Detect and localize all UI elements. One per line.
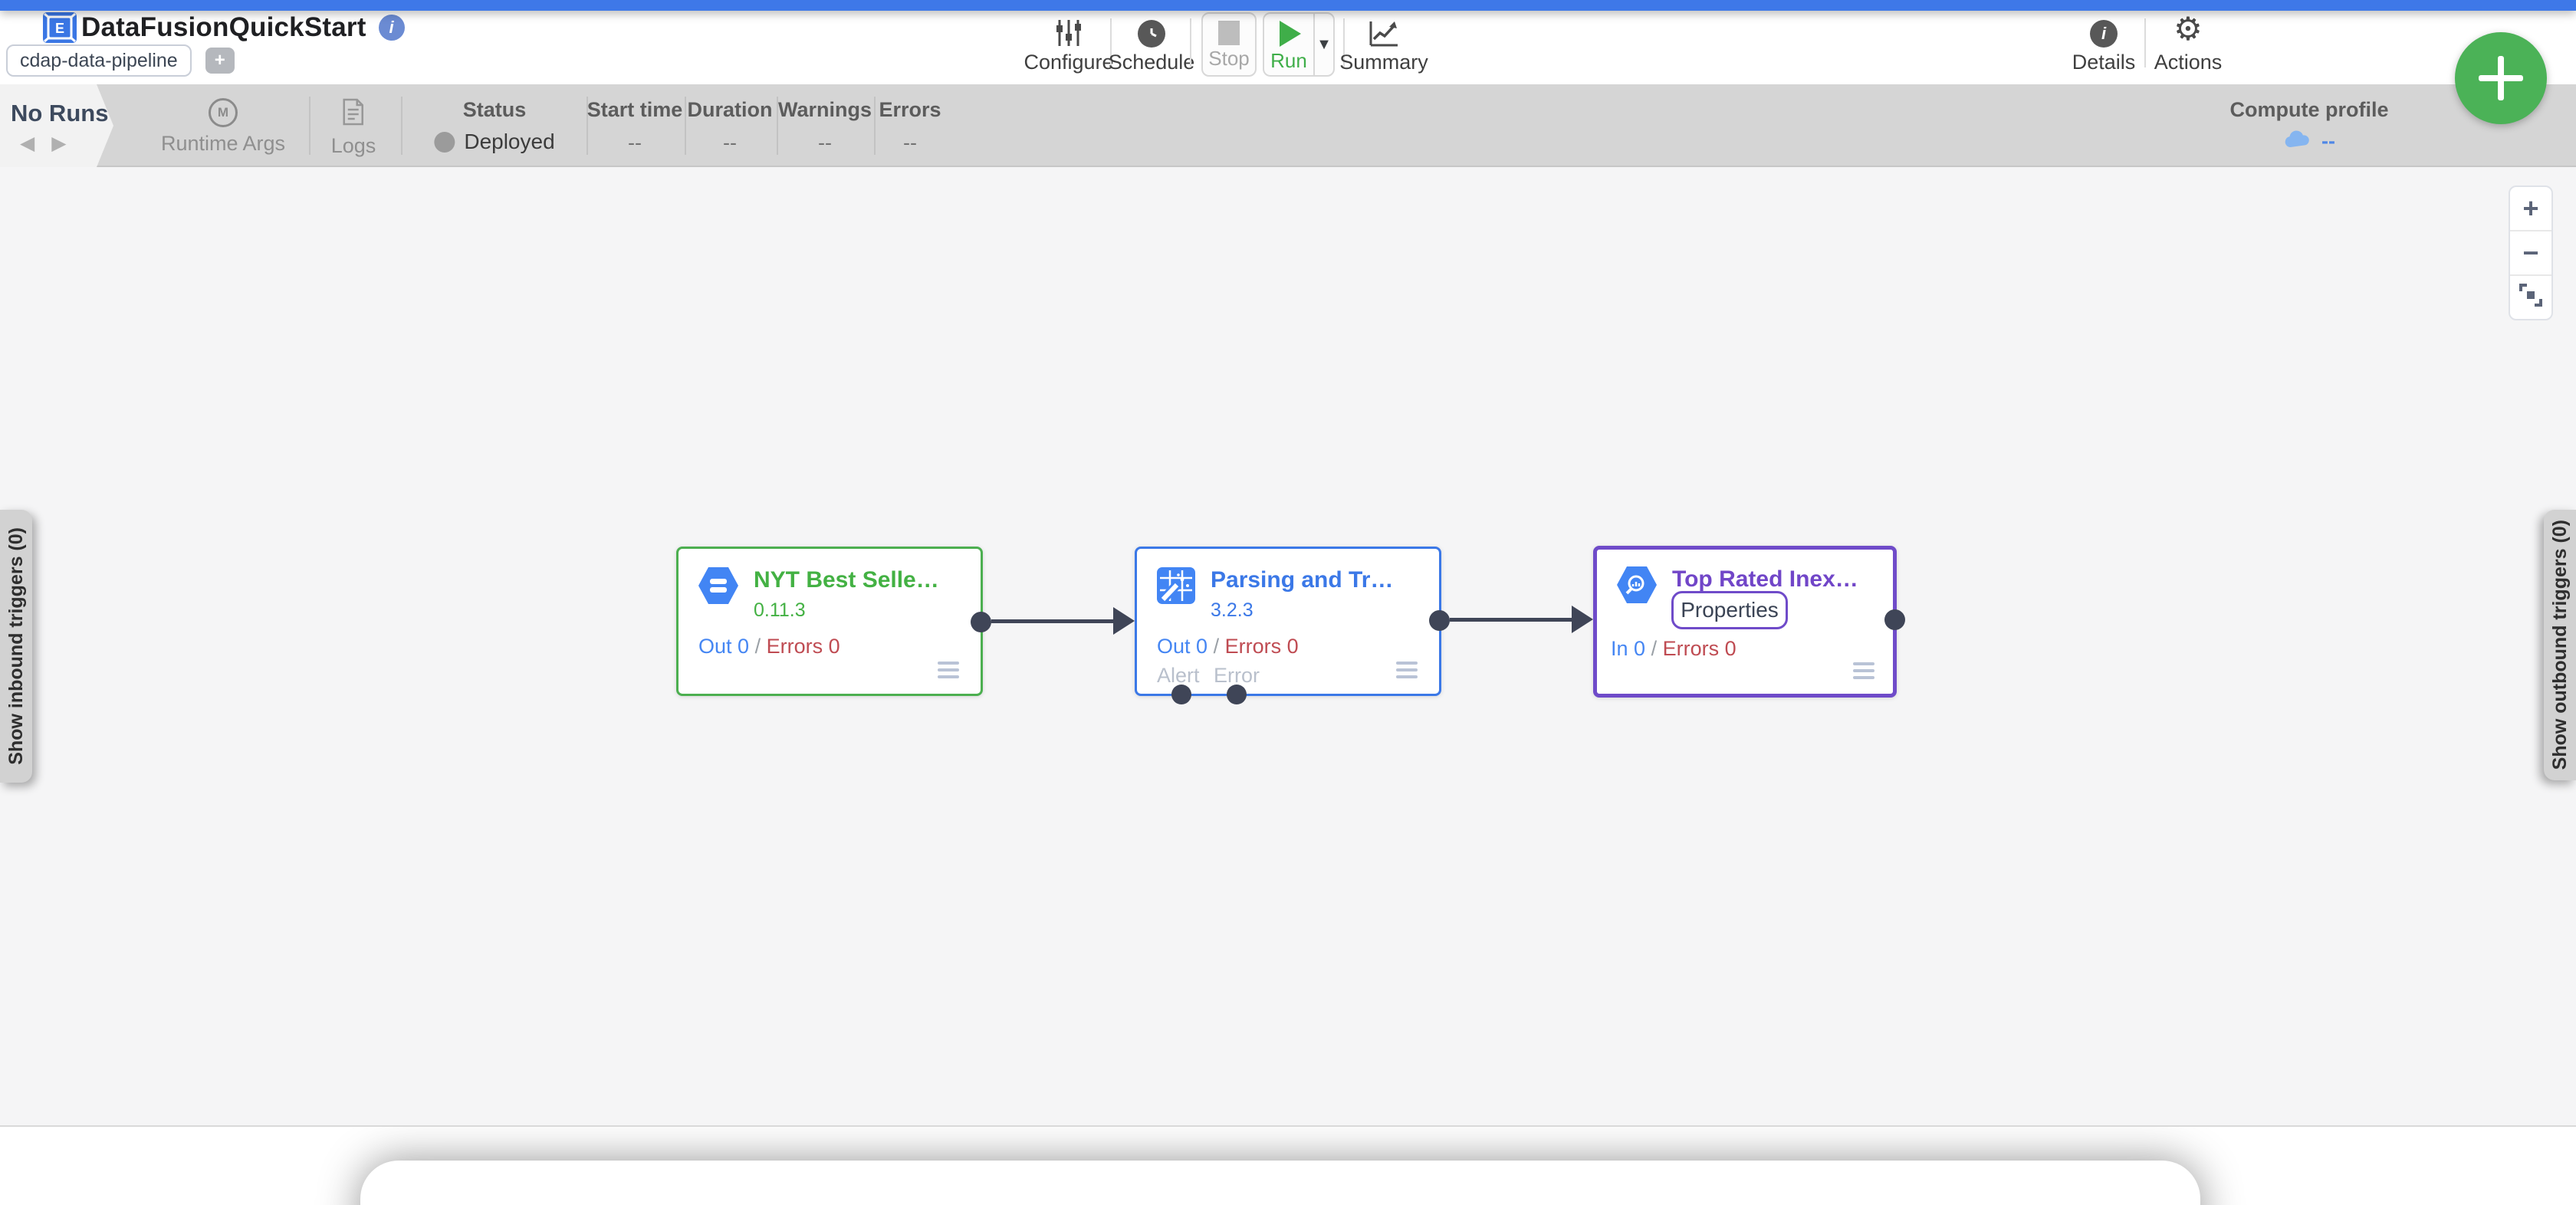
chart-icon — [1326, 14, 1441, 48]
in-metric[interactable]: In 0 — [1611, 637, 1646, 660]
svg-text:E: E — [55, 21, 64, 36]
run-options-dropdown[interactable]: ▼ — [1315, 14, 1333, 75]
runs-bar-divider — [874, 97, 876, 155]
alert-port[interactable] — [1171, 685, 1191, 704]
top-accent-bar — [0, 0, 2576, 11]
connection-arrow-icon — [1113, 607, 1135, 635]
minus-icon: − — [2522, 237, 2539, 268]
add-tag-button[interactable]: + — [205, 48, 235, 74]
errors-metric[interactable]: Errors 0 — [1662, 637, 1737, 660]
bottom-drawer-shadow — [360, 1161, 2200, 1205]
pipeline-info-icon[interactable]: i — [378, 15, 405, 41]
pipeline-canvas[interactable]: NYT Best Selle… 0.11.3 Out 0 / Errors 0 — [0, 167, 2576, 1127]
next-run-caret-icon[interactable]: ▶ — [51, 133, 67, 154]
add-plugin-fab-button[interactable] — [2455, 32, 2547, 124]
stop-button[interactable]: Stop — [1201, 12, 1257, 77]
cdap-logo-icon: E — [43, 12, 77, 47]
alert-port-label: Alert — [1157, 664, 1200, 687]
gear-icon: ⚙ — [2174, 11, 2203, 47]
connection-line — [1450, 618, 1574, 622]
runtime-args-button[interactable]: M Runtime Args — [161, 98, 285, 156]
output-port[interactable] — [1429, 610, 1450, 631]
clock-icon — [1094, 14, 1209, 48]
runs-status-bar: No Runs ◀ ▶ M Runtime Args Logs Status D… — [0, 84, 2576, 167]
error-port[interactable] — [1227, 685, 1247, 704]
toolbar-divider — [1190, 18, 1191, 67]
node-top-rated-sink[interactable]: Top Rated Inex… Properties In 0 / Errors… — [1593, 546, 1905, 698]
node-menu-icon[interactable] — [1853, 658, 1875, 679]
logs-document-icon — [342, 98, 365, 129]
status-column: Status Deployed — [434, 98, 555, 154]
actions-button[interactable]: ⚙ Actions — [2131, 11, 2246, 74]
node-parsing-transform[interactable]: Parsing and Tr… 3.2.3 Out 0 / Errors 0 A… — [1135, 547, 1450, 704]
runs-bar-divider — [586, 97, 588, 155]
bigquery-hexagon-icon — [1617, 566, 1657, 607]
node-title: Parsing and Tr… — [1211, 567, 1394, 593]
fit-to-screen-button[interactable] — [2510, 274, 2551, 319]
output-port[interactable] — [971, 612, 991, 632]
datastore-hexagon-icon — [698, 567, 738, 608]
pipeline-type-tag: cdap-data-pipeline — [6, 44, 192, 77]
configure-button[interactable]: Configure — [1011, 14, 1126, 74]
errors-column: Errors -- — [879, 98, 941, 154]
warnings-column: Warnings -- — [777, 98, 872, 154]
node-nyt-best-sellers[interactable]: NYT Best Selle… 0.11.3 Out 0 / Errors 0 — [676, 547, 991, 696]
node-version: 0.11.3 — [754, 599, 806, 621]
runtime-args-icon: M — [208, 98, 238, 127]
out-metric[interactable]: Out 0 — [698, 635, 750, 658]
start-time-column: Start time -- — [586, 98, 683, 154]
run-button-group: Run ▼ — [1263, 12, 1335, 77]
runs-bar-divider — [309, 97, 310, 155]
plus-icon: + — [2522, 192, 2539, 224]
pipeline-title: DataFusionQuickStart — [81, 12, 366, 42]
errors-metric[interactable]: Errors 0 — [1224, 635, 1299, 658]
summary-button[interactable]: Summary — [1326, 14, 1441, 74]
sliders-icon — [1011, 14, 1126, 48]
runs-bar-divider — [685, 97, 686, 155]
toolbar-divider — [1343, 18, 1345, 67]
canvas-zoom-controls: + − — [2509, 186, 2553, 320]
node-menu-icon[interactable] — [1396, 658, 1418, 678]
errors-metric[interactable]: Errors 0 — [766, 635, 840, 658]
details-button[interactable]: i Details — [2046, 14, 2161, 74]
wrangler-grid-wand-icon — [1157, 567, 1195, 608]
fit-to-screen-icon — [2519, 281, 2542, 314]
zoom-out-button[interactable]: − — [2510, 230, 2551, 274]
info-icon: i — [2046, 14, 2161, 48]
error-port-label: Error — [1214, 664, 1260, 687]
runs-bar-divider — [777, 97, 778, 155]
node-title: NYT Best Selle… — [754, 567, 939, 593]
show-outbound-triggers-tab[interactable]: Show outbound triggers (0) — [2544, 510, 2576, 780]
prev-run-caret-icon[interactable]: ◀ — [20, 133, 35, 154]
toolbar-divider — [1110, 18, 1112, 67]
status-value: Deployed — [464, 130, 555, 153]
runs-bar-divider — [401, 97, 402, 155]
caret-down-icon: ▼ — [1316, 35, 1332, 53]
connection-line — [991, 619, 1116, 623]
schedule-button[interactable]: Schedule — [1094, 14, 1209, 74]
compute-profile-value: -- — [2321, 130, 2335, 153]
play-icon — [1280, 21, 1301, 47]
node-version: 3.2.3 — [1211, 599, 1254, 621]
connection-arrow-icon — [1572, 606, 1593, 633]
out-metric[interactable]: Out 0 — [1157, 635, 1208, 658]
zoom-in-button[interactable]: + — [2510, 187, 2551, 230]
node-menu-icon[interactable] — [938, 658, 959, 678]
toolbar-divider — [2144, 18, 2146, 67]
bottom-area — [0, 1127, 2576, 1205]
node-title: Top Rated Inex… — [1672, 566, 1858, 592]
no-runs-tab: No Runs ◀ ▶ — [0, 84, 113, 167]
logs-button[interactable]: Logs — [331, 98, 376, 158]
status-dot-icon — [434, 131, 455, 153]
stop-icon — [1218, 21, 1240, 45]
properties-button[interactable]: Properties — [1671, 591, 1788, 629]
pipeline-toolbar: E DataFusionQuickStart i cdap-data-pipel… — [0, 11, 2576, 84]
cloud-icon — [2283, 130, 2311, 153]
output-port[interactable] — [1884, 609, 1905, 630]
run-button[interactable]: Run — [1264, 14, 1315, 75]
no-runs-label: No Runs — [11, 100, 109, 126]
compute-profile-column[interactable]: Compute profile -- — [2229, 98, 2389, 153]
duration-column: Duration -- — [687, 98, 773, 154]
show-inbound-triggers-tab[interactable]: Show inbound triggers (0) — [0, 510, 32, 783]
